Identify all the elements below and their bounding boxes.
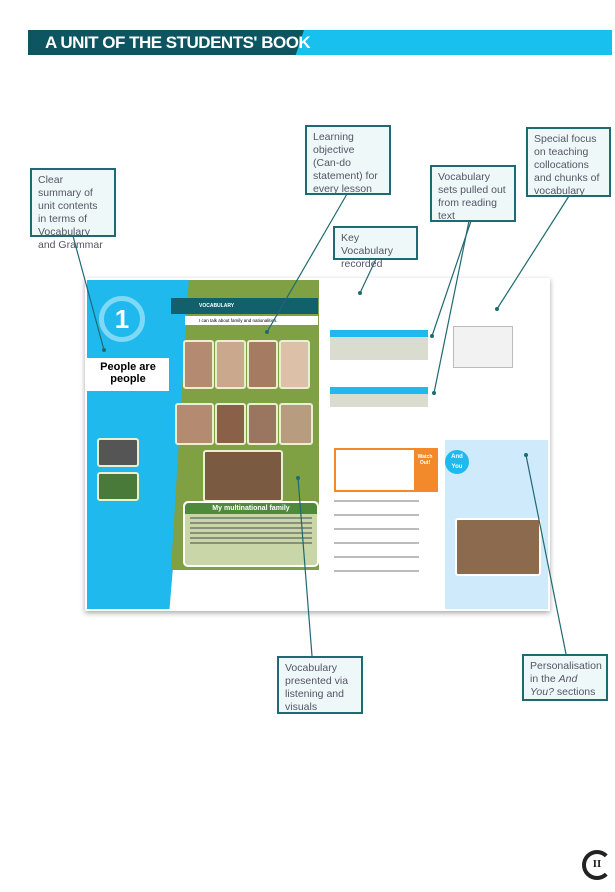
photo bbox=[279, 403, 313, 445]
callout-vocab-sets: Vocabulary sets pulled out from reading … bbox=[430, 165, 516, 222]
watch-out-box: Watch Out! bbox=[334, 448, 438, 492]
callout-presented: Vocabulary presented via listening and v… bbox=[277, 656, 363, 714]
book-spread-image: 1 People are people VOCABULARY I can tal… bbox=[85, 278, 550, 611]
reading-text-box: My multinational family bbox=[183, 501, 319, 567]
photo bbox=[247, 403, 278, 445]
callout-text-italic: And You? bbox=[530, 673, 578, 698]
callout-text: Personalisation in the bbox=[530, 660, 602, 685]
callout-summary: Clear summary of unit contents in terms … bbox=[30, 168, 116, 251]
photo bbox=[247, 340, 278, 389]
vocabulary-bar: VOCABULARY bbox=[171, 298, 318, 314]
section-header: A UNIT OF THE STUDENTS' BOOK bbox=[28, 30, 612, 55]
callout-text: sections bbox=[553, 686, 596, 698]
callout-personalisation: Personalisation in the And You? sections bbox=[522, 654, 608, 701]
main-photo bbox=[203, 450, 283, 502]
grammar-photo bbox=[97, 438, 139, 467]
watch-out-label: Watch Out! bbox=[414, 450, 436, 490]
page-title: A UNIT OF THE STUDENTS' BOOK bbox=[45, 33, 311, 52]
vocabulary-box-a bbox=[330, 330, 428, 360]
can-do-statement: I can talk about family and nationalitie… bbox=[185, 316, 318, 325]
photo bbox=[175, 403, 214, 445]
family-photo bbox=[455, 518, 541, 576]
speaking-photo bbox=[97, 472, 139, 501]
photo bbox=[183, 340, 214, 389]
publisher-logo-icon: II bbox=[582, 850, 612, 880]
collocations-table bbox=[453, 326, 513, 368]
and-you-badge: And You bbox=[445, 450, 469, 474]
reading-title: My multinational family bbox=[185, 503, 317, 514]
unit-number: 1 bbox=[99, 296, 145, 342]
photo bbox=[215, 403, 246, 445]
callout-key-vocab: Key Vocabulary recorded bbox=[333, 226, 418, 270]
photo bbox=[215, 340, 246, 389]
header-dark-band bbox=[28, 30, 304, 55]
callout-collocations: Special focus on teaching collocations a… bbox=[526, 127, 611, 197]
vocabulary-box-b bbox=[330, 387, 428, 407]
callout-objective: Learning objective (Can-do statement) fo… bbox=[305, 125, 391, 195]
unit-title: People are people bbox=[87, 358, 169, 391]
photo bbox=[279, 340, 310, 389]
